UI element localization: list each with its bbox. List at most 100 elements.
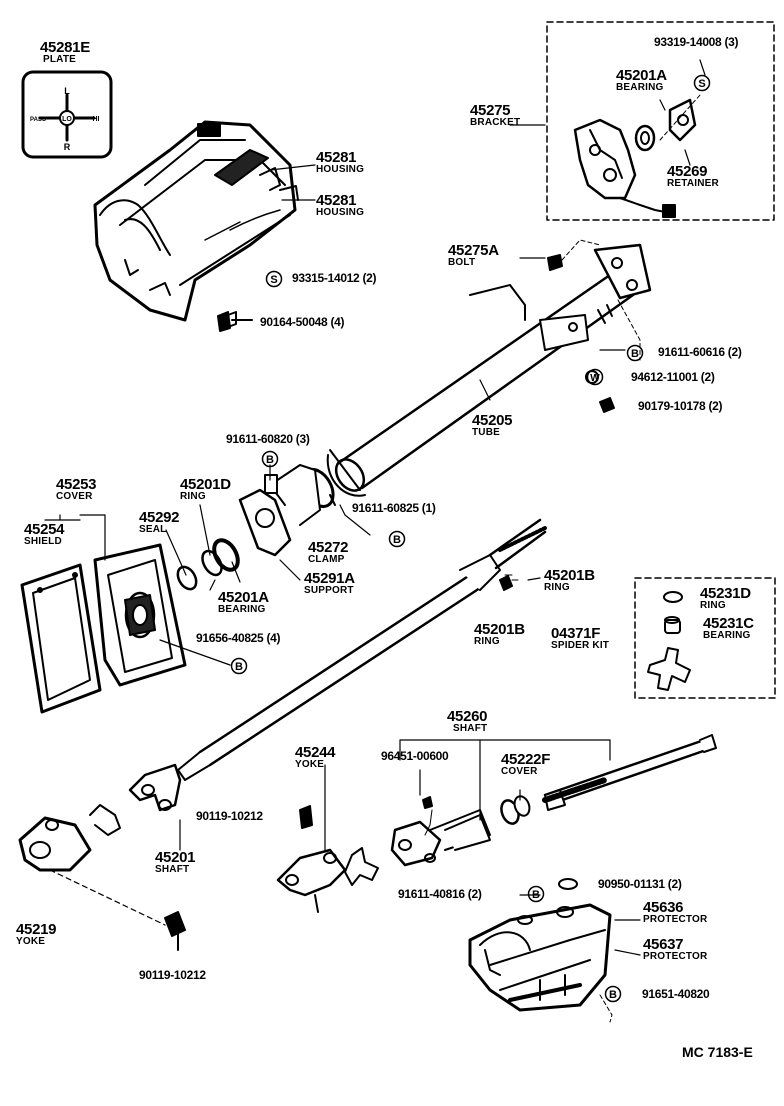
part-name: SEAL xyxy=(139,524,167,535)
part-number: 45231C xyxy=(703,615,754,632)
upper-shaft-drawing xyxy=(390,734,717,867)
part-label-45275: 45275 BRACKET xyxy=(470,103,520,128)
part-number: 45292 xyxy=(139,509,180,526)
part-number: 45281 xyxy=(316,149,357,166)
spider-kit-drawing xyxy=(647,591,691,691)
bracket-drawing xyxy=(573,94,701,218)
part-number: 45253 xyxy=(56,476,97,493)
bearing-drawing xyxy=(212,538,240,572)
fastener-label: 90950-01131 (2) xyxy=(598,877,682,891)
svg-text:W: W xyxy=(590,373,600,384)
svg-text:B: B xyxy=(393,534,401,546)
b-symbol-icon: B xyxy=(604,985,622,1003)
part-label-45269: 45269 RETAINER xyxy=(667,164,719,189)
part-label-45275a: 45275A BOLT xyxy=(448,243,499,268)
washer-drawing xyxy=(585,370,599,384)
plate-mark-bottom: R xyxy=(64,142,71,152)
part-number: 45201 xyxy=(155,849,196,866)
part-name: RING xyxy=(544,582,570,593)
bolt-drawing-yoke xyxy=(164,911,186,937)
part-label-45636: 45636 PROTECTOR xyxy=(643,900,707,925)
housing-drawing xyxy=(93,120,299,322)
part-number: 45275A xyxy=(448,242,499,259)
fastener-label: 90119-10212 xyxy=(196,809,263,823)
part-label-45253: 45253 COVER xyxy=(56,476,97,502)
bracket-dashed-box xyxy=(546,21,775,221)
part-name: BRACKET xyxy=(470,117,521,128)
fastener-label: 91611-60825 (1) xyxy=(352,501,436,515)
part-name: BEARING xyxy=(616,82,664,93)
bolt-drawing xyxy=(547,254,563,271)
protector-drawing xyxy=(468,903,612,1012)
part-label-45254: 45254 SHIELD xyxy=(24,522,65,547)
svg-text:B: B xyxy=(609,989,617,1001)
figure-reference: MC 7183-E xyxy=(682,1044,753,1060)
fastener-label: 90119-10212 xyxy=(139,968,206,982)
part-number: 04371F xyxy=(551,625,601,642)
shield-drawing xyxy=(20,563,102,714)
grommet-drawing xyxy=(558,878,578,890)
fastener-label: 91651-40820 xyxy=(642,987,710,1001)
part-name: HOUSING xyxy=(316,164,365,175)
plate-mark-center: LO xyxy=(62,116,72,123)
b-symbol-icon: B xyxy=(261,450,279,468)
part-label-45260: 45260 SHAFT xyxy=(447,708,488,734)
fastener-label: 93315-14012 (2) xyxy=(292,271,377,285)
part-name: YOKE xyxy=(295,759,325,770)
part-label-45222f: 45222F COVER xyxy=(501,752,550,777)
part-number: 45269 xyxy=(667,163,708,180)
part-label-45201d: 45201D RING xyxy=(180,477,231,502)
plate-mark-top: L xyxy=(64,86,70,96)
part-name: TUBE xyxy=(472,427,501,438)
svg-text:B: B xyxy=(532,889,540,901)
ring-drawing-small xyxy=(499,575,513,591)
part-name: BEARING xyxy=(703,630,751,641)
svg-text:B: B xyxy=(266,454,274,466)
plate-drawing xyxy=(21,70,113,159)
part-number: 45637 xyxy=(643,936,684,953)
part-label-45201b-left: 45201B RING xyxy=(474,622,525,647)
part-number: 45260 xyxy=(447,708,488,725)
part-name: HOUSING xyxy=(316,207,365,218)
svg-text:S: S xyxy=(270,274,277,286)
part-number: 45231D xyxy=(700,585,751,602)
part-label-45201: 45201 SHAFT xyxy=(155,849,196,875)
part-name: SUPPORT xyxy=(304,585,354,596)
part-name: COVER xyxy=(501,766,538,777)
part-number: 45201D xyxy=(180,476,231,493)
s-symbol-icon: S xyxy=(265,270,283,288)
nut-drawing xyxy=(599,397,615,413)
yoke-drawing-center xyxy=(276,848,347,913)
ring-drawing xyxy=(201,549,223,577)
part-name: BEARING xyxy=(218,604,266,615)
cross-drawing xyxy=(344,847,379,886)
part-label-45281-housing-2: 45281 HOUSING xyxy=(316,193,364,218)
part-number: 45281 xyxy=(316,192,357,209)
part-label-45272: 45272 CLAMP xyxy=(308,540,349,565)
b-symbol-icon: B xyxy=(626,344,644,362)
plate-mark-left: PASS xyxy=(30,117,46,123)
part-name: BOLT xyxy=(448,257,476,268)
part-number: 45636 xyxy=(643,899,684,916)
part-name: SHAFT xyxy=(155,864,190,875)
part-label-45231d: 45231D RING xyxy=(700,586,751,611)
b-symbol-icon: B xyxy=(527,885,545,903)
part-number: 45201A xyxy=(218,589,269,606)
screw-drawing xyxy=(227,311,253,328)
part-number: 45291A xyxy=(304,570,355,587)
fastener-label: 90179-10178 (2) xyxy=(638,399,723,413)
part-name: RING xyxy=(474,636,500,647)
part-number: 45222F xyxy=(501,751,551,768)
yoke-drawing-left xyxy=(18,804,121,872)
part-label-45205: 45205 TUBE xyxy=(472,413,513,438)
w-symbol-icon: W xyxy=(586,368,604,386)
part-name: RING xyxy=(700,600,726,611)
tube-drawing xyxy=(326,243,652,497)
s-symbol-icon: S xyxy=(693,74,711,92)
part-label-45201a-top: 45201A BEARING xyxy=(616,68,667,93)
part-label-45281e: 45281E PLATE xyxy=(40,40,90,65)
part-name: SPIDER KIT xyxy=(551,640,610,651)
part-number: 45201B xyxy=(474,621,525,638)
